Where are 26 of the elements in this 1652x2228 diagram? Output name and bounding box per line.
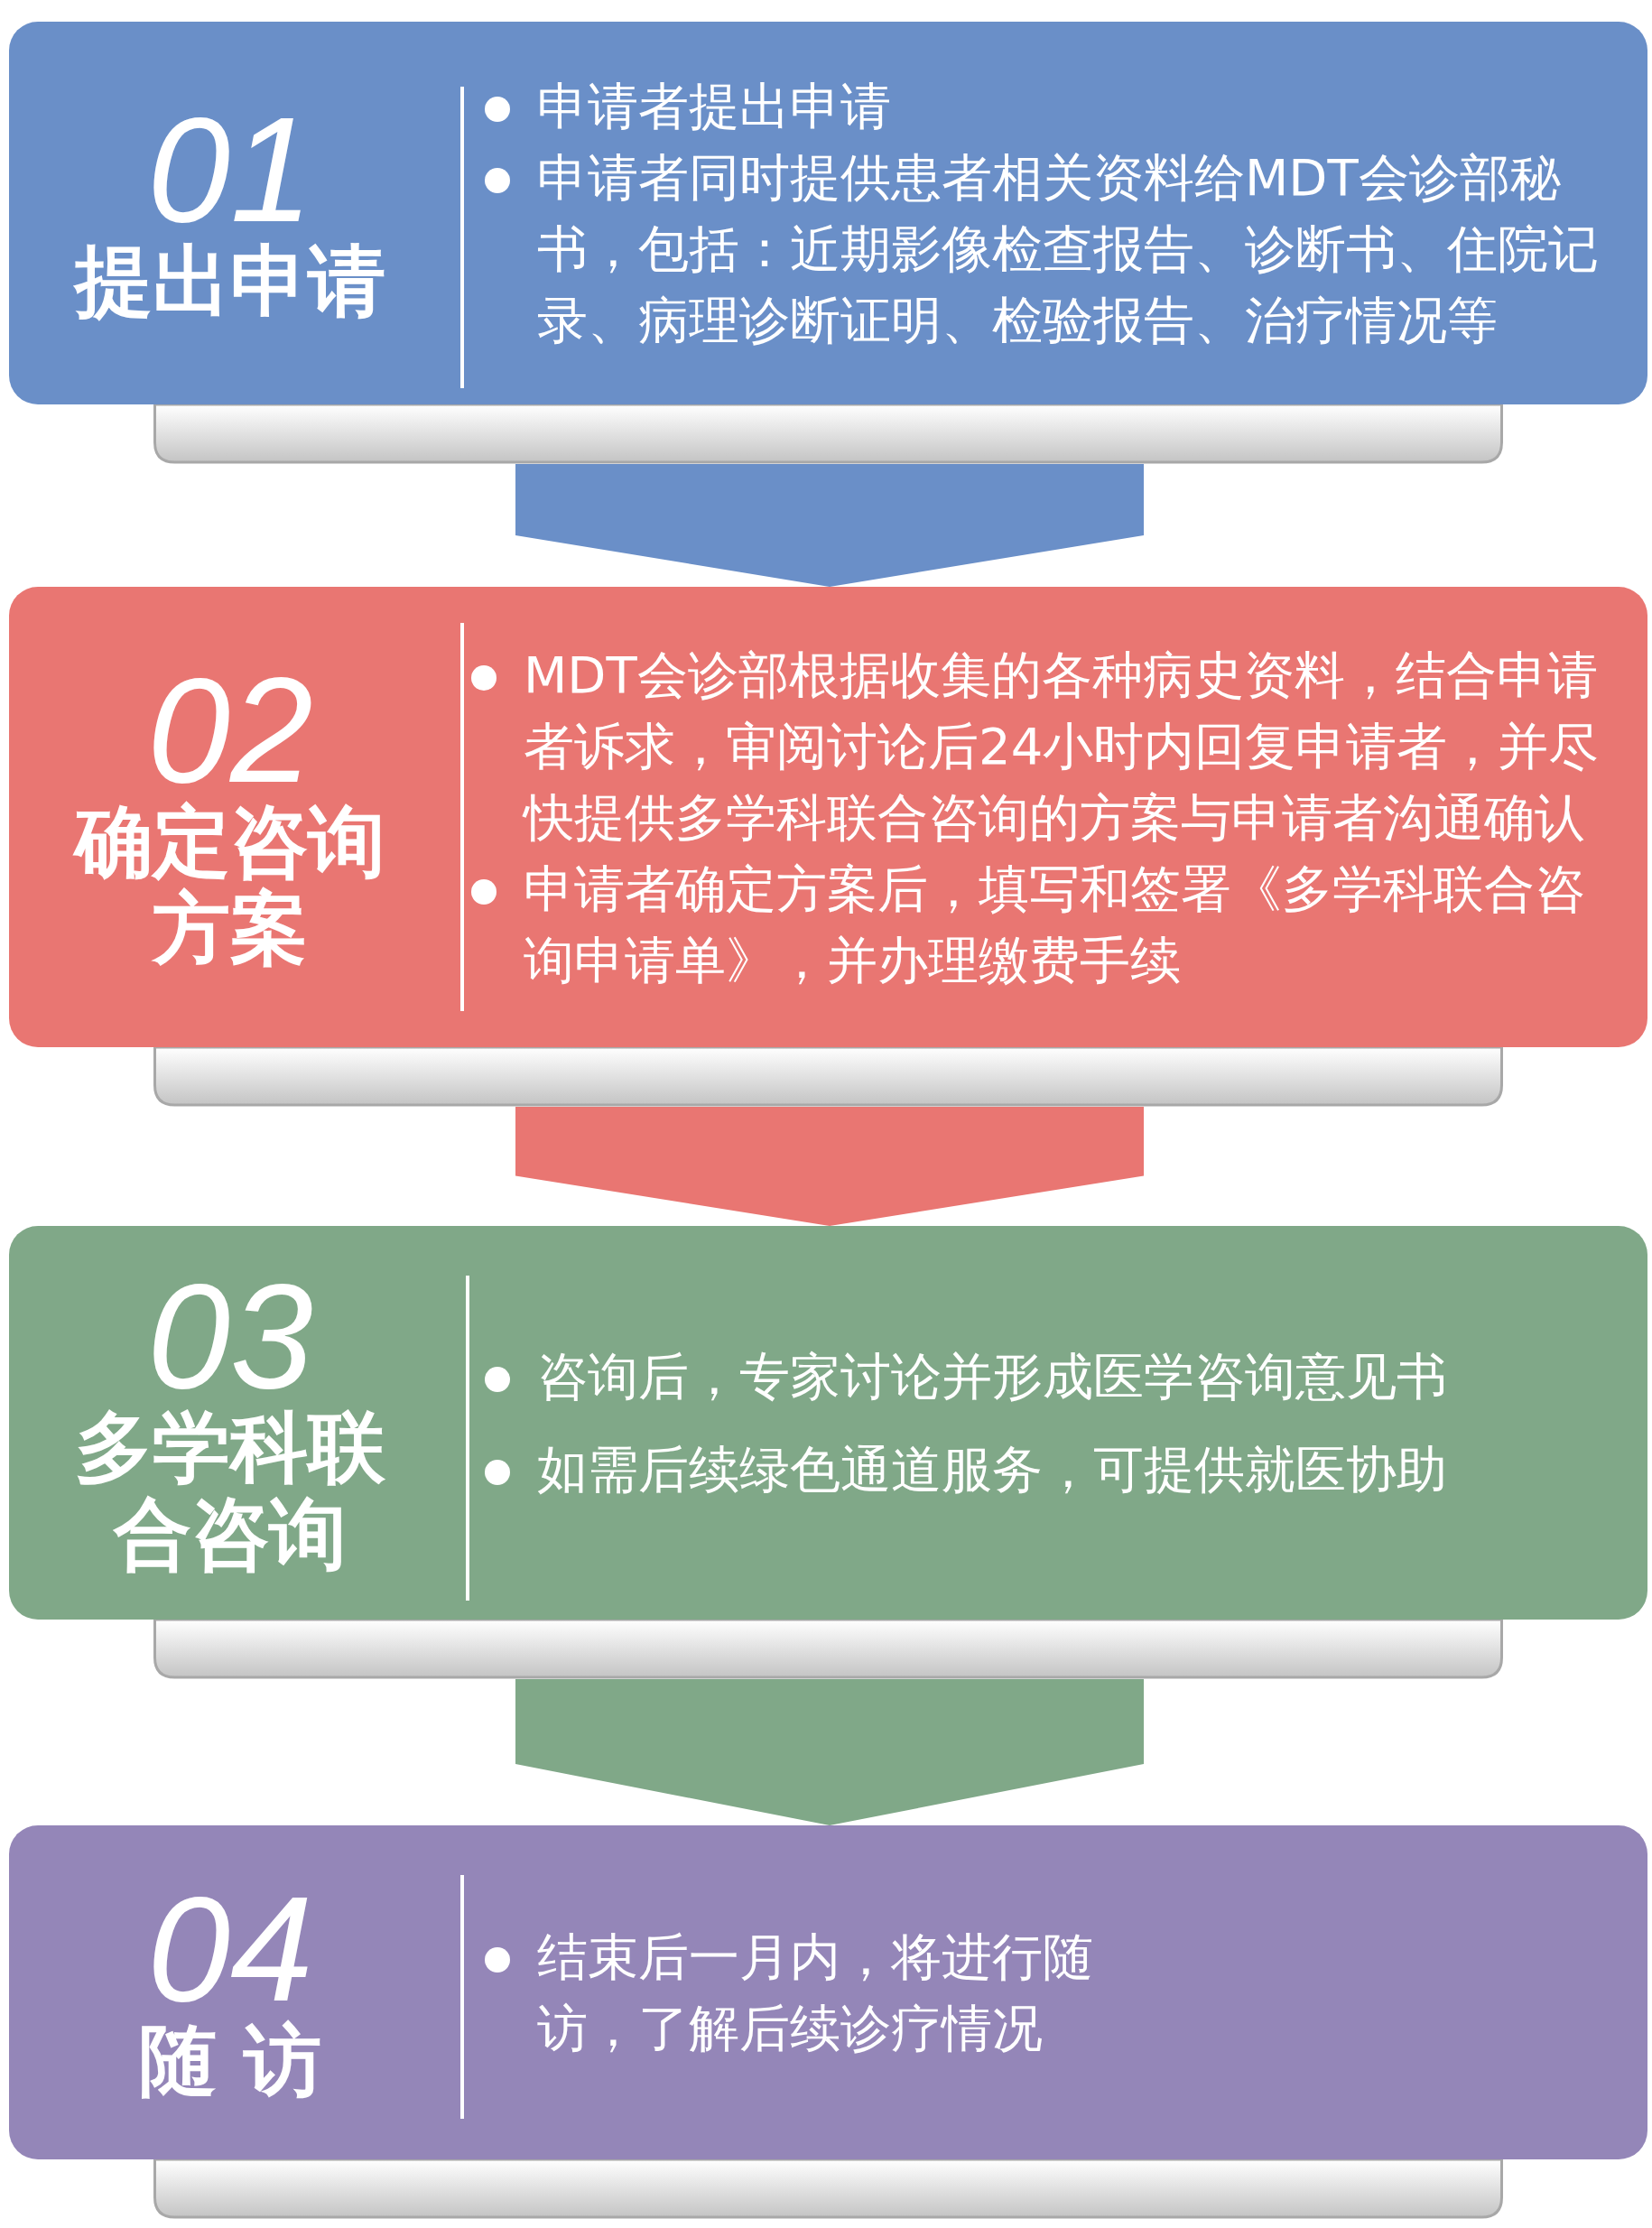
- step-card: [9, 22, 1647, 404]
- step-number: 04: [147, 1881, 313, 2017]
- bullet-text: 申请者同时提供患者相关资料给MDT会诊部秘书，包括：近期影像检查报告、诊断书、住院记录、病理诊断证明、检验报告、治疗情况等: [537, 147, 1600, 351]
- shelf-bar: [153, 2158, 1503, 2219]
- bullet-text: 申请者确定方案后，填写和签署《多学科联合咨询申请单》，并办理缴费手续: [524, 858, 1586, 991]
- shelf-bar: [153, 403, 1503, 464]
- step-card: [9, 1825, 1647, 2159]
- step-number: 03: [147, 1268, 313, 1404]
- bullet-text: 结束后一月内，将进行随访，了解后续诊疗情况: [537, 1926, 1094, 2059]
- step-title: 确定咨询方案: [59, 798, 402, 971]
- shelf-bar: [153, 1045, 1503, 1107]
- step-card: [9, 1226, 1647, 1620]
- chevron-arrow: [515, 1107, 1144, 1226]
- bullet-text: 咨询后，专家讨论并形成医学咨询意见书: [537, 1346, 1448, 1407]
- step-title: 随 访: [138, 2017, 322, 2103]
- step-number: 01: [147, 102, 313, 237]
- chevron-arrow: [515, 1679, 1144, 1825]
- step-number: 02: [147, 663, 313, 798]
- shelf-bar: [153, 1618, 1503, 1679]
- step-title: 多学科联合咨询: [74, 1404, 386, 1577]
- step-title: 提出申请: [72, 237, 386, 324]
- bullet-text: MDT会诊部根据收集的各种病史资料，结合申请者诉求，审阅讨论后24小时内回复申请者，并尽快提供多学科联合咨询的方案与申请者沟通确认: [524, 644, 1601, 849]
- bullet-text: 如需后续绿色通道服务，可提供就医协助: [537, 1439, 1448, 1500]
- bullet-text: 申请者提出申请: [537, 76, 892, 137]
- chevron-arrow: [515, 464, 1144, 587]
- step-card: [9, 587, 1647, 1047]
